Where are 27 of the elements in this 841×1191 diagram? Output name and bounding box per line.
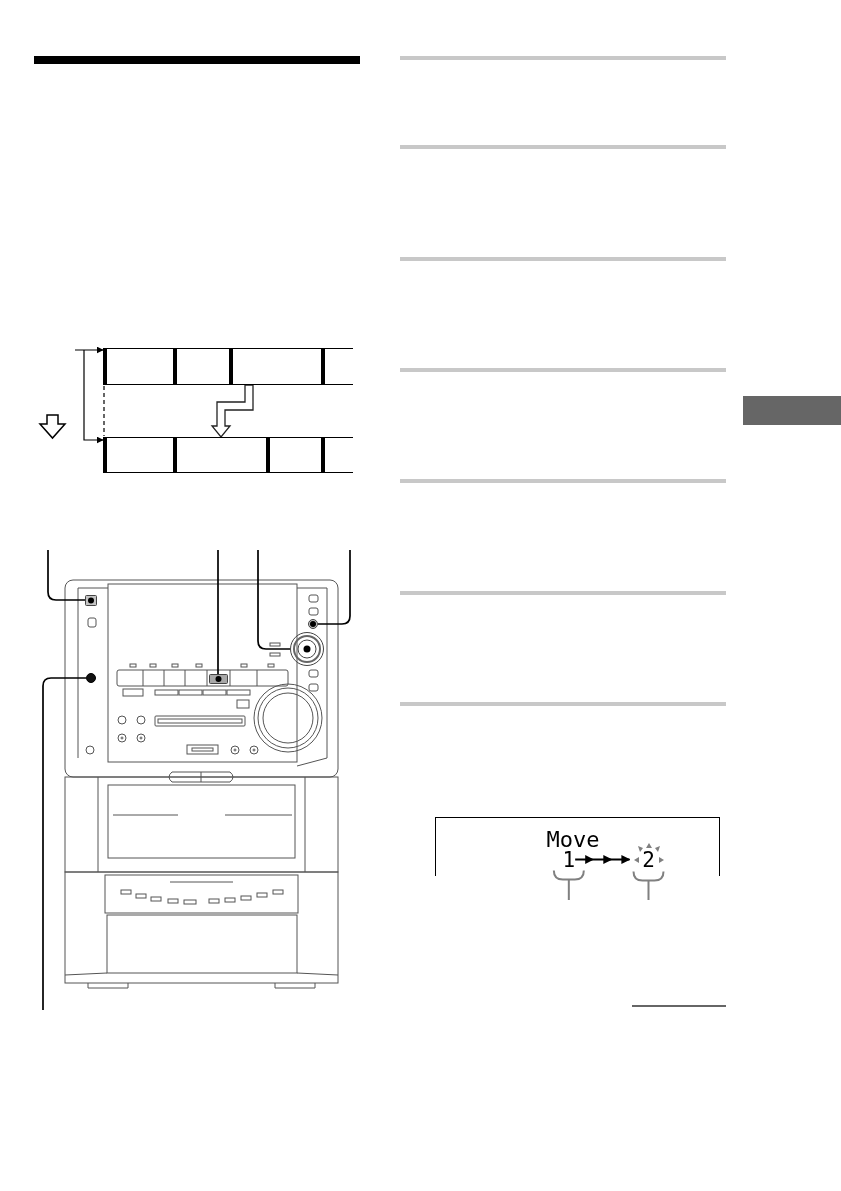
section-tab [743, 396, 841, 425]
round-button-icon [308, 619, 318, 629]
track-segment [103, 348, 173, 385]
display-panel [435, 817, 720, 876]
leader-line [217, 549, 219, 675]
track-segment [173, 348, 229, 385]
leader-line [47, 549, 86, 601]
knob-icon [290, 632, 324, 666]
arrow [574, 855, 631, 864]
track-segment [229, 348, 321, 385]
button-icon [209, 674, 228, 684]
hollow-arrow [210, 384, 254, 439]
dot-marker-icon [86, 673, 96, 683]
track-number: 1 [562, 849, 576, 870]
track-segment [321, 437, 353, 473]
bracket-arrow [74, 346, 104, 444]
track-segment [266, 437, 321, 473]
track-segment [103, 437, 173, 473]
bracket-leader-line [552, 869, 585, 901]
track-segment [321, 348, 353, 385]
leader-line [42, 677, 87, 1011]
leader-line [257, 549, 291, 650]
button-icon [85, 595, 97, 606]
bracket-leader-line [632, 870, 665, 901]
track-segment [173, 437, 266, 473]
leader-line [317, 549, 351, 625]
display-text: Move [546, 829, 600, 850]
